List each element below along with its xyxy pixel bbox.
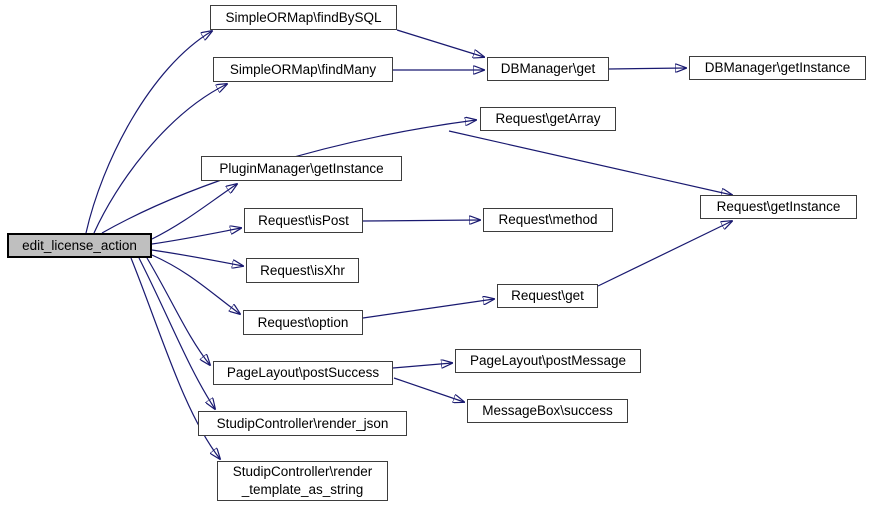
edge-request-get-to-getinstance bbox=[597, 221, 732, 287]
node-simpleormap-findbysql[interactable]: SimpleORMap\findBySQL bbox=[210, 5, 397, 30]
node-request-isxhr[interactable]: Request\isXhr bbox=[246, 258, 359, 283]
node-pagelayout-postsuccess[interactable]: PageLayout\postSuccess bbox=[213, 361, 393, 385]
edge-root-to-postsuccess bbox=[146, 257, 210, 365]
node-dbmanager-getinstance[interactable]: DBManager\getInstance bbox=[689, 56, 866, 80]
edge-ispost-to-method bbox=[362, 220, 480, 221]
edge-root-to-isxhr bbox=[151, 249, 243, 266]
edge-postsuccess-to-messagebox-success bbox=[393, 377, 464, 402]
node-pagelayout-postmessage[interactable]: PageLayout\postMessage bbox=[455, 349, 641, 373]
node-request-getarray[interactable]: Request\getArray bbox=[480, 107, 616, 131]
node-simpleormap-findmany[interactable]: SimpleORMap\findMany bbox=[213, 57, 393, 82]
edge-dbmanager-get-to-getinstance bbox=[608, 68, 686, 69]
edge-option-to-request-get bbox=[362, 299, 494, 319]
node-edit-license-action[interactable]: edit_license_action bbox=[7, 233, 152, 258]
edge-findbysql-to-dbmanager-get bbox=[396, 29, 484, 57]
edge-getarray-to-request-getinstance bbox=[448, 130, 732, 195]
edge-root-to-render-json bbox=[138, 257, 215, 409]
node-dbmanager-get[interactable]: DBManager\get bbox=[487, 57, 609, 81]
node-messagebox-success[interactable]: MessageBox\success bbox=[467, 399, 628, 423]
edge-root-to-pluginmanager-getinstance bbox=[151, 184, 237, 240]
edge-root-to-render-template bbox=[130, 257, 220, 459]
node-request-ispost[interactable]: Request\isPost bbox=[244, 208, 363, 233]
edge-root-to-findbysql bbox=[85, 31, 212, 234]
node-request-getinstance[interactable]: Request\getInstance bbox=[700, 195, 857, 219]
node-request-get[interactable]: Request\get bbox=[497, 284, 598, 308]
edge-root-to-ispost bbox=[151, 228, 241, 245]
edge-postsuccess-to-postmessage bbox=[392, 363, 452, 369]
edge-root-to-findmany bbox=[93, 84, 227, 234]
edge-root-to-option bbox=[151, 254, 240, 314]
node-request-option[interactable]: Request\option bbox=[243, 310, 363, 335]
node-studipcontroller-render-template-as-string[interactable]: StudipController\render _template_as_str… bbox=[217, 461, 388, 501]
node-request-method[interactable]: Request\method bbox=[483, 208, 613, 232]
node-pluginmanager-getinstance[interactable]: PluginManager\getInstance bbox=[201, 156, 402, 181]
node-studipcontroller-render-json[interactable]: StudipController\render_json bbox=[198, 411, 407, 436]
